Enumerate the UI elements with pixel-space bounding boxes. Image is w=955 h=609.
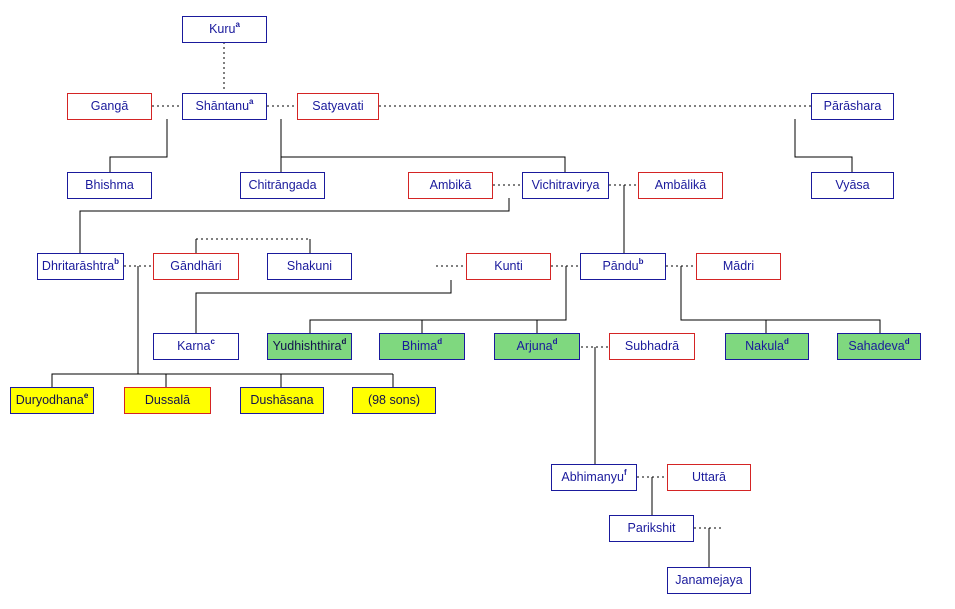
- person-uttara: Uttarā: [667, 464, 751, 491]
- person-duryodhana: Duryodhanae: [10, 387, 94, 414]
- person-ambalika: Ambālikā: [638, 172, 723, 199]
- person-madri: Mādri: [696, 253, 781, 280]
- person-parashara: Pārāshara: [811, 93, 894, 120]
- person-ambika: Ambikā: [408, 172, 493, 199]
- person-abhimanyu: Abhimanyuf: [551, 464, 637, 491]
- person-dushasana: Dushāsana: [240, 387, 324, 414]
- person-yudhishthira: Yudhishthirad: [267, 333, 352, 360]
- person-ganga: Gangā: [67, 93, 152, 120]
- person-bhima: Bhimad: [379, 333, 465, 360]
- person-satyavati: Satyavati: [297, 93, 379, 120]
- person-arjuna: Arjunad: [494, 333, 580, 360]
- person-kunti: Kunti: [466, 253, 551, 280]
- person-subhadra: Subhadrā: [609, 333, 695, 360]
- person-shantanu: Shāntanua: [182, 93, 267, 120]
- person-sahadeva: Sahadevad: [837, 333, 921, 360]
- person-karna: Karnac: [153, 333, 239, 360]
- person-gandhari: Gāndhāri: [153, 253, 239, 280]
- person-dhritarashtra: Dhritarāshtrab: [37, 253, 124, 280]
- person-pandu: Pāndub: [580, 253, 666, 280]
- person-98-sons: (98 sons): [352, 387, 436, 414]
- person-janamejaya: Janamejaya: [667, 567, 751, 594]
- person-chitrangada: Chitrāngada: [240, 172, 325, 199]
- person-kuru: Kurua: [182, 16, 267, 43]
- person-dussala: Dussalā: [124, 387, 211, 414]
- person-nakula: Nakulad: [725, 333, 809, 360]
- person-vyasa: Vyāsa: [811, 172, 894, 199]
- person-shakuni: Shakuni: [267, 253, 352, 280]
- person-parikshit: Parikshit: [609, 515, 694, 542]
- person-bhishma: Bhishma: [67, 172, 152, 199]
- person-vichitravirya: Vichitravirya: [522, 172, 609, 199]
